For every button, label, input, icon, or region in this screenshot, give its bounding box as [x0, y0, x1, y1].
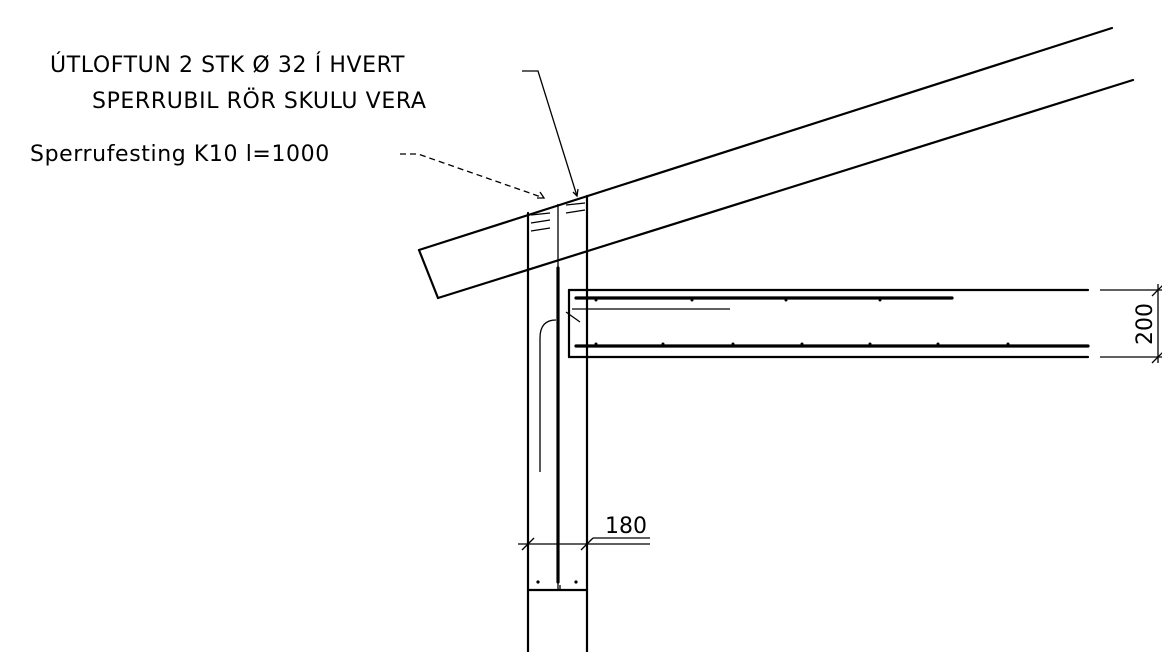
rafter — [417, 26, 1135, 300]
vent-note-line-1: ÚTLOFTUN 2 STK Ø 32 Í HVERT — [50, 52, 405, 78]
wall-reinforcement — [539, 266, 561, 590]
concrete-slab — [565, 288, 1090, 359]
slab-thickness-label: 200 — [1133, 303, 1158, 345]
slab-dimension: 200 — [1100, 284, 1162, 364]
wall-thickness-label: 180 — [605, 514, 647, 539]
wall-dimension: 180 — [518, 514, 650, 551]
vent-note-line-2: SPERRUBIL RÖR SKULU VERA — [92, 88, 426, 114]
leader-lines — [400, 70, 579, 199]
rafter-anchor-note: Sperrufesting K10 l=1000 — [30, 142, 330, 167]
